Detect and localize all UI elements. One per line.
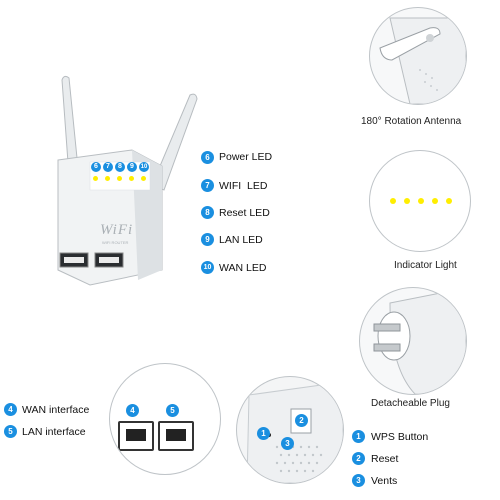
- router-badge-7: 7: [103, 162, 113, 172]
- indicator-detail-circle: [369, 150, 471, 252]
- antenna-illustration: [379, 17, 466, 104]
- led-dot: [129, 176, 134, 181]
- back-legend-vents: Vents: [371, 475, 398, 487]
- antenna-detail-circle: [369, 7, 467, 105]
- ports-legend-badge-4: 4: [4, 403, 17, 416]
- back-panel-illustration: [246, 381, 343, 483]
- ports-legend-wan: WAN interface: [22, 404, 90, 416]
- back-detail-circle: 1 2 3: [236, 376, 344, 484]
- legend-label-lan-led: LAN LED: [219, 234, 263, 246]
- router-logo: WiFi: [100, 222, 134, 238]
- back-legend-wps: WPS Button: [371, 431, 429, 443]
- ports-detail-circle: 4 5: [109, 363, 221, 475]
- wan-port: [118, 421, 154, 451]
- router-led-row: [93, 176, 153, 182]
- led-dot: [404, 198, 410, 204]
- port-badge-5: 5: [166, 404, 179, 417]
- back-legend-reset: Reset: [371, 453, 399, 465]
- legend-label-reset-led: Reset LED: [219, 207, 270, 219]
- lan-port: [158, 421, 194, 451]
- plug-detail-circle: [359, 287, 467, 395]
- back-legend-badge-2: 2: [352, 452, 365, 465]
- caption-plug: Detacheable Plug: [371, 398, 450, 409]
- router-illustration: [57, 75, 198, 286]
- led-dot: [446, 198, 452, 204]
- indicator-leds: [390, 198, 454, 204]
- led-dot: [141, 176, 146, 181]
- port-badge-4: 4: [126, 404, 139, 417]
- legend-badge-8: 8: [201, 206, 214, 219]
- back-badge-2: 2: [295, 414, 308, 427]
- legend-badge-7: 7: [201, 179, 214, 192]
- back-legend-badge-3: 3: [352, 474, 365, 487]
- led-dot: [93, 176, 98, 181]
- legend-label-power-led: Power LED: [219, 151, 273, 163]
- legend-badge-6: 6: [201, 151, 214, 164]
- router-badge-8: 8: [115, 162, 125, 172]
- back-legend-badge-1: 1: [352, 430, 365, 443]
- led-dot: [117, 176, 122, 181]
- led-dot: [418, 198, 424, 204]
- legend-badge-9: 9: [201, 233, 214, 246]
- legend-label-wifi-led: WIFI LED: [219, 180, 268, 192]
- led-dot: [432, 198, 438, 204]
- plug-illustration: [373, 288, 466, 394]
- caption-antenna: 180° Rotation Antenna: [361, 116, 462, 127]
- ports-legend-lan: LAN interface: [22, 426, 86, 438]
- router-badge-10: 10: [139, 162, 149, 172]
- caption-indicator: Indicator Light: [394, 260, 457, 271]
- back-badge-1: 1: [257, 427, 270, 440]
- led-dot: [105, 176, 110, 181]
- ports-legend-badge-5: 5: [4, 425, 17, 438]
- router-logo-sub: WIFI ROUTER: [102, 240, 129, 245]
- led-dot: [390, 198, 396, 204]
- back-badge-3: 3: [281, 437, 294, 450]
- router-product-image: 6 7 8 9 10 WiFi WIFI ROUTER: [40, 70, 200, 300]
- legend-label-wan-led: WAN LED: [219, 262, 267, 274]
- legend-badge-10: 10: [201, 261, 214, 274]
- router-badge-9: 9: [127, 162, 137, 172]
- router-badge-6: 6: [91, 162, 101, 172]
